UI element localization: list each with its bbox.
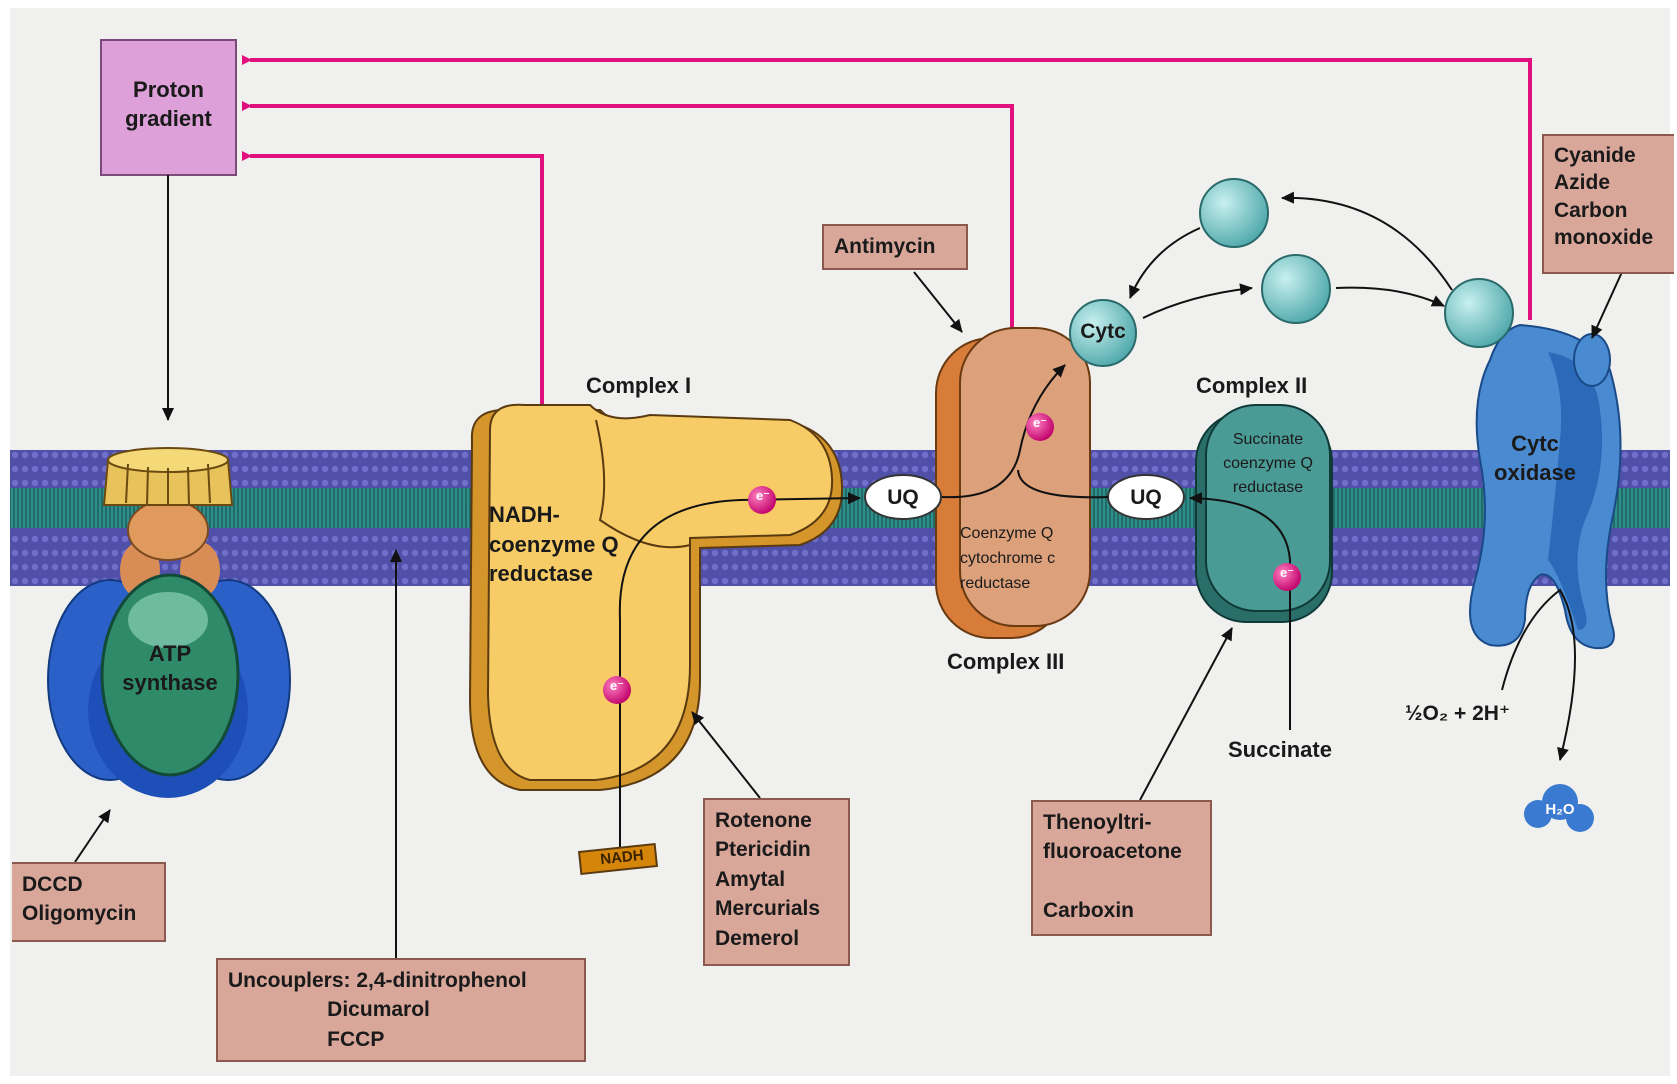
rotenone-arrow bbox=[691, 711, 761, 799]
dccd-arrow bbox=[74, 809, 111, 863]
atp-synthase-label: ATP synthase bbox=[122, 641, 218, 695]
water-molecule bbox=[1524, 784, 1594, 832]
cytc-oxidase-shape bbox=[1469, 323, 1622, 650]
electron-1 bbox=[748, 486, 776, 514]
antimycin-arrow bbox=[913, 271, 963, 333]
thenoyl-arrow bbox=[1139, 627, 1233, 801]
rotenone-box: Rotenone Ptericidin Amytal Mercurials De… bbox=[703, 798, 850, 966]
uq-label-1: UQ bbox=[887, 486, 919, 509]
proton-gradient-box bbox=[100, 39, 237, 176]
oxygen-to-water-arrow bbox=[1501, 588, 1576, 761]
nadh-reductase-label: NADH- coenzyme Q reductase bbox=[489, 502, 619, 587]
atp-synthase bbox=[47, 447, 291, 798]
proton-arrow-oxidase bbox=[242, 55, 1532, 320]
oxygen-label: ½O₂ + 2H⁺ bbox=[1405, 702, 1511, 725]
water-label: H₂O bbox=[1545, 801, 1575, 818]
inhibitor-arrows bbox=[74, 271, 1623, 958]
cytc-ball-top bbox=[1199, 178, 1269, 248]
cytc-label: Cytc bbox=[1080, 320, 1126, 343]
cytc-ball-oxidase bbox=[1444, 278, 1514, 348]
cytc-ball-bound bbox=[1069, 299, 1137, 367]
cytc-ball-middle bbox=[1261, 254, 1331, 324]
electron-label-2: e⁻ bbox=[609, 678, 625, 693]
cytochrome-c-carriers bbox=[1069, 178, 1514, 367]
proton-arrow-complex-iii bbox=[242, 101, 1014, 330]
succinate-label: Succinate bbox=[1228, 737, 1332, 762]
electrons bbox=[603, 413, 1301, 704]
proton-gradient-arrows bbox=[242, 55, 1532, 412]
nadh-block bbox=[577, 842, 659, 876]
uq-oval-1 bbox=[864, 474, 942, 520]
antimycin-box: Antimycin bbox=[822, 224, 968, 270]
cyanide-box: Cyanide Azide Carbon monoxide bbox=[1542, 134, 1674, 274]
proton-gradient-label: Proton gradient bbox=[125, 77, 212, 131]
uncouplers-box: Uncouplers: 2,4-dinitrophenol Dicumarol … bbox=[216, 958, 586, 1062]
dccd-box: DCCD Oligomycin bbox=[12, 862, 166, 942]
cytochrome-reductase-label: Coenzyme Q cytochrome c reductase bbox=[960, 525, 1056, 592]
complex-ii-label: Complex II bbox=[1196, 373, 1308, 398]
electron-4 bbox=[1273, 563, 1301, 591]
complex-iii-shape bbox=[935, 327, 1091, 639]
electron-label-1: e⁻ bbox=[755, 488, 771, 503]
electron-2 bbox=[603, 676, 631, 704]
complex-iii-label: Complex III bbox=[947, 649, 1065, 674]
cyanide-arrow bbox=[1591, 271, 1623, 339]
proton-arrow-complex-i bbox=[242, 151, 544, 412]
electron-flow-path bbox=[618, 364, 1291, 850]
thenoyl-box: Thenoyltri- fluoroacetone Carboxin bbox=[1031, 800, 1212, 936]
cytc-oxidase-label: Cytc oxidase bbox=[1494, 431, 1576, 485]
succinate-reductase-label: Succinate coenzyme Q reductase bbox=[1223, 431, 1313, 496]
uq-label-2: UQ bbox=[1130, 486, 1162, 509]
electron-label-3: e⁻ bbox=[1032, 415, 1048, 430]
electron-label-4: e⁻ bbox=[1279, 565, 1295, 580]
electron-3 bbox=[1026, 413, 1054, 441]
complex-i-label: Complex I bbox=[586, 373, 692, 398]
cytc-cycle-arrows bbox=[1129, 191, 1453, 319]
